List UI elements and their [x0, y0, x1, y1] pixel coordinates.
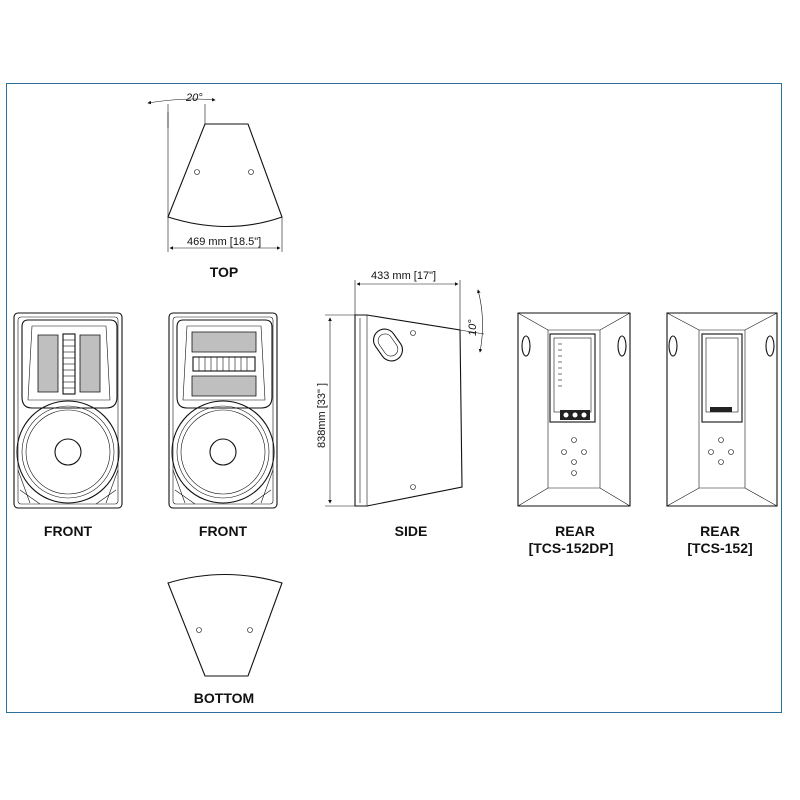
rear-view: REAR [TCS-152]: [666, 312, 778, 556]
side-height-label: 838mm [33" ]: [316, 383, 328, 448]
front-view-left: FRONT: [13, 312, 123, 539]
rear-dp-label-2: [TCS-152DP]: [529, 540, 614, 556]
drawing-frame: [6, 83, 782, 713]
side-angle-label: 10°: [467, 319, 479, 336]
front-left-label: FRONT: [44, 523, 93, 539]
side-depth-label: 433 mm [17"]: [371, 270, 436, 282]
top-angle-label: 20°: [185, 92, 203, 104]
rear-label-1: REAR: [700, 523, 740, 539]
bottom-view-label: BOTTOM: [194, 690, 254, 706]
rear-label-2: [TCS-152]: [687, 540, 752, 556]
bottom-view: BOTTOM: [167, 574, 283, 706]
top-view: 20° 469 mm [18.5"] TOP: [147, 92, 283, 280]
top-view-label: TOP: [210, 264, 239, 280]
side-view-label: SIDE: [395, 523, 428, 539]
side-view: 838mm [33" ] 433 mm [17"] 10° SIDE: [316, 270, 485, 539]
top-width-label: 469 mm [18.5"]: [187, 236, 261, 248]
front-view-right: FRONT: [168, 312, 278, 539]
rear-dp-label-1: REAR: [555, 523, 595, 539]
front-right-label: FRONT: [199, 523, 248, 539]
rear-view-dp: REAR [TCS-152DP]: [517, 312, 631, 556]
